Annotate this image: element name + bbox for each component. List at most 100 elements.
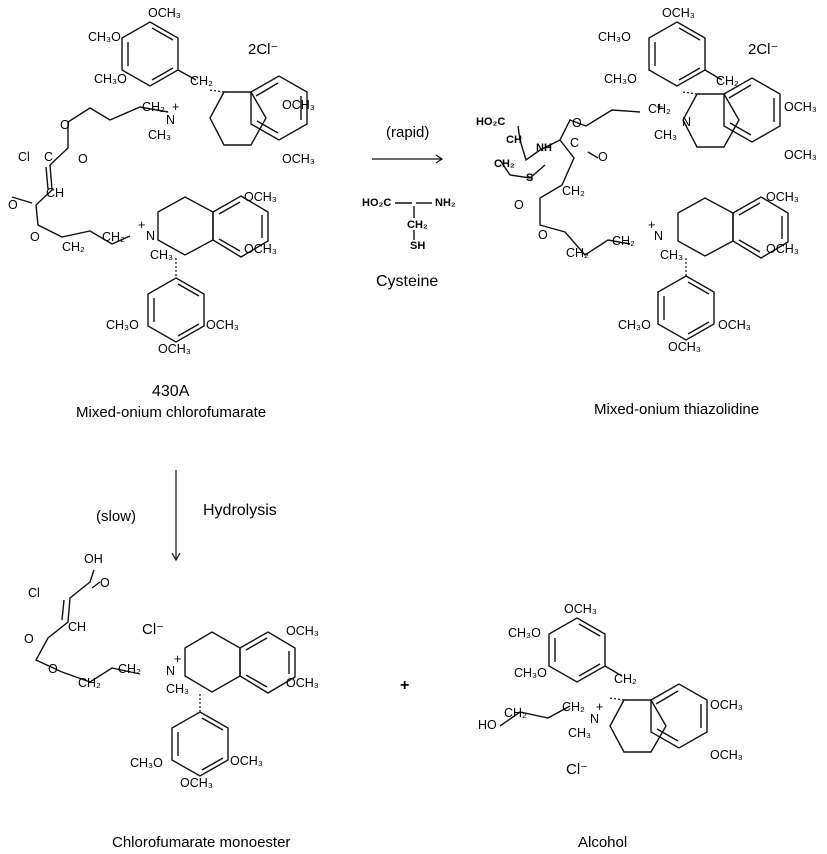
atom-ch3o: CH₃O (130, 756, 163, 770)
atom-o: O (538, 228, 548, 242)
atom-och3: OCH₃ (718, 318, 751, 332)
atom-och3: OCH₃ (282, 152, 315, 166)
atom-o: O (572, 116, 582, 130)
atom-cl: Cl (18, 150, 30, 164)
atom-ho2c: HO₂C (476, 116, 506, 128)
atom-och3: OCH₃ (158, 342, 191, 356)
atom-och3: OCH₃ (784, 100, 817, 114)
atom-cl: Cl (28, 586, 40, 600)
slow-hydrolysis-arrow (171, 470, 181, 562)
atom-plus: + (172, 100, 180, 114)
atom-och3: OCH₃ (668, 340, 701, 354)
atom-ch: CH (46, 186, 65, 200)
plus-sign: + (400, 677, 410, 694)
atom-ch3: CH₃ (148, 128, 172, 142)
atom-o: O (100, 576, 110, 590)
caption-mixed-onium-thiazolidine: Mixed-onium thiazolidine (594, 401, 760, 418)
slow-label: (slow) (96, 508, 136, 525)
atom-och3: OCH₃ (286, 624, 319, 638)
atom-och3: OCH₃ (662, 6, 695, 20)
atom-och3: OCH₃ (148, 6, 181, 20)
atom-ch: CH (68, 620, 87, 634)
cysteine-nh2: NH₂ (435, 197, 456, 209)
atom-ch2: CH₂ (504, 706, 527, 720)
atom-nh: NH (536, 142, 552, 154)
atom-ch3o: CH₃O (88, 30, 121, 44)
cysteine-name: Cysteine (376, 273, 439, 290)
atom-och3: OCH₃ (766, 190, 799, 204)
atom-oh: OH (84, 552, 103, 566)
atom-o: O (78, 152, 88, 166)
atom-ch2: CH₂ (494, 158, 515, 170)
atom-ch3o: CH₃O (598, 30, 631, 44)
atom-n: N (146, 229, 156, 243)
cysteine-sh: SH (410, 240, 426, 252)
atom-o: O (24, 632, 34, 646)
atom-ch2: CH₂ (562, 700, 585, 714)
caption-chlorofumarate-monoester: Chlorofumarate monoester (112, 834, 291, 851)
atom-ch2: CH₂ (562, 184, 585, 198)
atom-n: N (166, 664, 176, 678)
hydrolysis-label: Hydrolysis (203, 502, 277, 519)
atom-och3: OCH₃ (784, 148, 817, 162)
atom-ch2: CH₂ (612, 234, 635, 248)
counterion-thiazolidine: 2Cl⁻ (748, 41, 779, 58)
atom-ch3: CH₃ (568, 726, 592, 740)
atom-ch2: CH₂ (190, 74, 213, 88)
atom-ch2: CH₂ (62, 240, 85, 254)
caption-alcohol: Alcohol (578, 834, 628, 851)
compound-430a-bonds (11, 21, 308, 343)
atom-och3: OCH₃ (710, 698, 743, 712)
atom-o: O (60, 118, 70, 132)
atom-ch3: CH₃ (166, 682, 190, 696)
atom-och3: OCH₃ (564, 602, 597, 616)
atom-ch3: CH₃ (654, 128, 678, 142)
atom-ch3: CH₃ (150, 248, 174, 262)
atom-och3: OCH₃ (230, 754, 263, 768)
atom-och3: OCH₃ (244, 190, 277, 204)
atom-n: N (166, 113, 176, 127)
atom-ch: CH (506, 134, 522, 146)
atom-o: O (8, 198, 18, 212)
atom-ch3o: CH₃O (514, 666, 547, 680)
atom-ch3o: CH₃O (94, 72, 127, 86)
atom-och3: OCH₃ (766, 242, 799, 256)
atom-och3: OCH₃ (206, 318, 239, 332)
atom-ch2: CH₂ (716, 74, 739, 88)
atom-n: N (654, 229, 664, 243)
atom-c: C (570, 136, 580, 150)
monoester-bonds (35, 569, 296, 777)
atom-s: S (526, 172, 534, 184)
atom-o: O (30, 230, 40, 244)
atom-och3: OCH₃ (286, 676, 319, 690)
atom-ch2: CH₂ (78, 676, 101, 690)
atom-o: O (514, 198, 524, 212)
atom-ho: HO (478, 718, 497, 732)
atom-o: O (598, 150, 608, 164)
cysteine-ho2c: HO₂C (362, 197, 392, 209)
atom-och3: OCH₃ (282, 98, 315, 112)
alcohol-bonds (499, 617, 708, 753)
atom-plus: + (174, 652, 182, 666)
counterion-alcohol: Cl⁻ (566, 761, 589, 778)
atom-och3: OCH₃ (180, 776, 213, 790)
atom-och3: OCH₃ (244, 242, 277, 256)
atom-plus: + (656, 100, 664, 114)
caption-mixed-onium-chlorofumarate: Mixed-onium chlorofumarate (76, 404, 267, 421)
atom-ch2: CH₂ (102, 230, 125, 244)
atom-ch3: CH₃ (660, 248, 684, 262)
atom-ch3o: CH₃O (618, 318, 651, 332)
atom-plus: + (648, 218, 656, 232)
atom-plus: + (138, 218, 146, 232)
atom-ch2: CH₂ (614, 672, 637, 686)
atom-ch2: CH₂ (648, 102, 671, 116)
atom-ch2: CH₂ (566, 246, 589, 260)
cysteine-ch2: CH₂ (407, 219, 428, 231)
counterion-430a: 2Cl⁻ (248, 41, 279, 58)
counterion-monoester: Cl⁻ (142, 621, 165, 638)
atom-ch3o: CH₃O (508, 626, 541, 640)
rapid-label: (rapid) (386, 124, 430, 141)
atom-plus: + (596, 700, 604, 714)
atom-n: N (590, 712, 600, 726)
